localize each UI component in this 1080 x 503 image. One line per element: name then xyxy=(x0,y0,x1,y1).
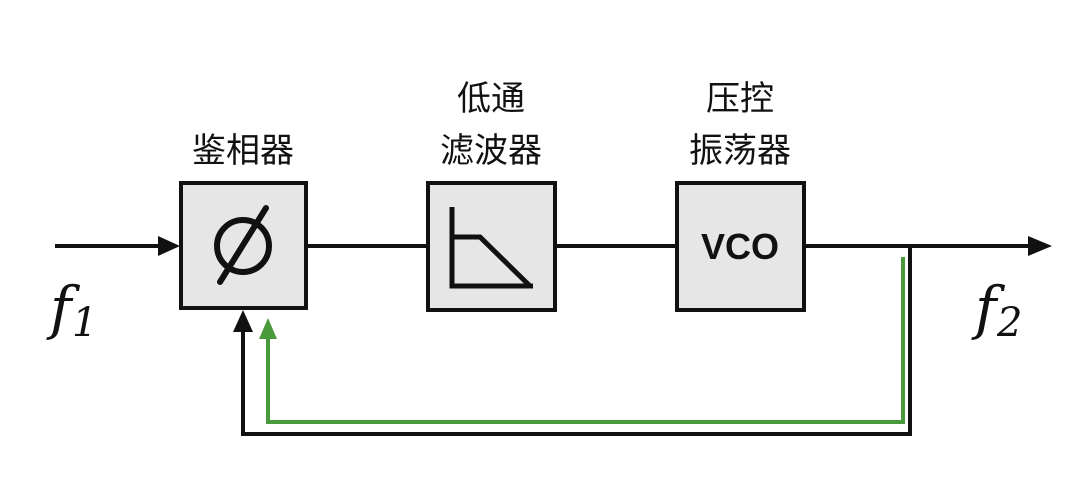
output-signal-subscript: 2 xyxy=(996,300,1022,346)
phase-symbol-icon xyxy=(214,205,272,285)
output-signal-label: f 2 xyxy=(971,274,1022,346)
phase-detector-label: 鉴相器 xyxy=(192,131,294,171)
low-pass-filter-label-line2: 滤波器 xyxy=(440,131,542,171)
input-signal-label: f 1 xyxy=(46,274,97,346)
input-arrowhead xyxy=(158,236,180,256)
low-pass-response-icon xyxy=(449,207,533,289)
input-signal-subscript: 1 xyxy=(72,300,97,346)
feedback-highlight-arrowhead xyxy=(259,318,277,339)
feedback-arrowhead xyxy=(233,310,253,332)
phase-detector-block xyxy=(179,181,308,310)
vco-label-line2: 振荡器 xyxy=(689,131,791,171)
feedback-highlight-wire xyxy=(266,257,905,424)
low-pass-filter-block xyxy=(426,181,557,312)
output-arrowhead xyxy=(1028,236,1052,256)
low-pass-filter-label-line1: 低通 xyxy=(457,79,525,119)
feedback-loop-wire xyxy=(241,246,912,436)
vco-symbol: VCO xyxy=(701,226,779,267)
vco-block: VCO xyxy=(675,181,806,312)
vco-label-line1: 压控 xyxy=(706,79,774,119)
vco-box xyxy=(675,181,806,312)
